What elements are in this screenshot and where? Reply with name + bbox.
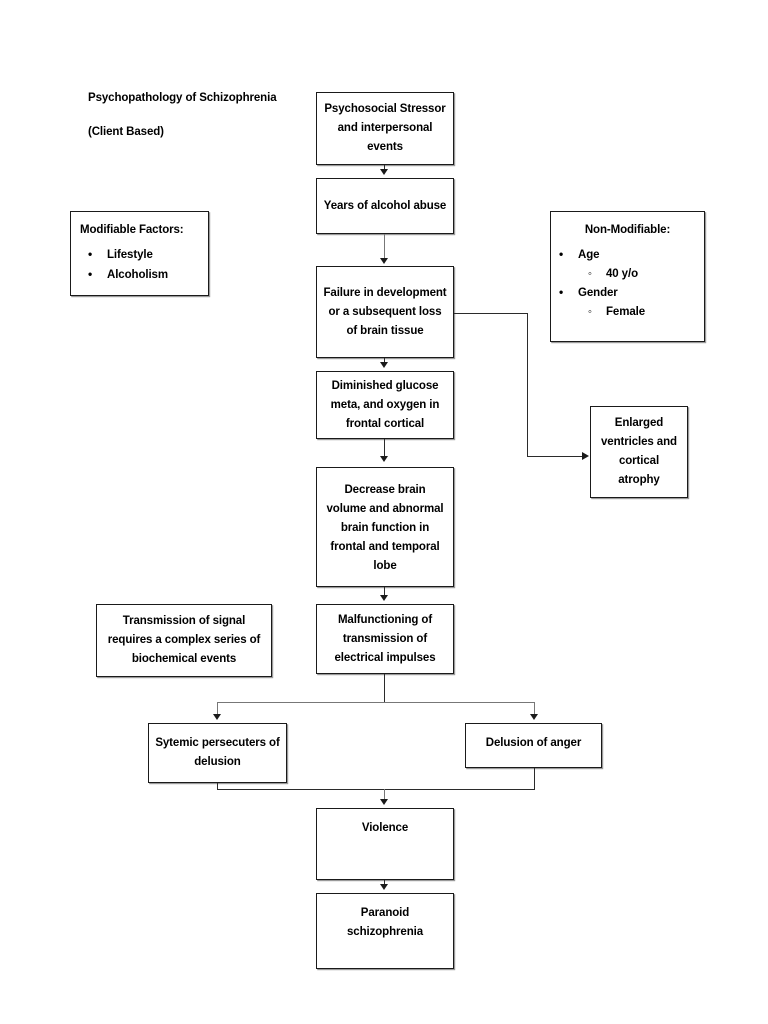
sub-list: 40 y/o	[578, 266, 704, 283]
sub-list-item: Female	[578, 304, 704, 321]
arrow-down-icon	[530, 714, 538, 720]
node-systemic-persecuters: Sytemic persecuters of delusion	[148, 723, 287, 783]
modifiable-factors-box: Modifiable Factors: Lifestyle Alcoholism	[70, 211, 209, 296]
connector-line	[454, 313, 528, 314]
node-label: Malfunctioning of transmission of electr…	[334, 613, 436, 664]
connector-line	[527, 313, 528, 456]
connector-line	[217, 702, 535, 703]
connector-line	[527, 456, 583, 457]
arrow-down-icon	[380, 169, 388, 175]
node-diminished-glucose: Diminished glucose meta, and oxygen in f…	[316, 371, 454, 439]
list-item: Alcoholism	[80, 266, 208, 284]
connector-line	[217, 789, 535, 790]
node-malfunctioning-transmission: Malfunctioning of transmission of electr…	[316, 604, 454, 674]
list-item-label: Gender	[578, 287, 618, 299]
node-label: Delusion of anger	[485, 737, 582, 749]
node-enlarged-ventricles: Enlarged ventricles and cortical atrophy	[590, 406, 688, 498]
page-title-line-2: (Client Based)	[88, 126, 164, 138]
node-label: Transmission of signal requires a comple…	[107, 615, 261, 665]
node-label: Diminished glucose meta, and oxygen in f…	[330, 379, 440, 430]
connector-line	[384, 234, 385, 260]
node-label: Decrease brain volume and abnormal brain…	[326, 484, 444, 572]
connector-line	[384, 674, 385, 702]
connector-line	[384, 789, 385, 801]
arrow-down-icon	[380, 258, 388, 264]
arrow-down-icon	[380, 884, 388, 890]
node-label: Enlarged ventricles and cortical atrophy	[601, 417, 677, 486]
connector-line	[217, 702, 218, 717]
node-label: Psychosocial Stressor and interpersonal …	[324, 103, 446, 153]
node-label: Sytemic persecuters of delusion	[155, 737, 280, 768]
sub-list-item: 40 y/o	[578, 266, 704, 283]
node-transmission-signal-note: Transmission of signal requires a comple…	[96, 604, 272, 677]
node-label: Years of alcohol abuse	[323, 199, 447, 212]
sub-list: Female	[578, 304, 704, 321]
non-modifiable-factors-list: Age 40 y/o Gender Female	[551, 246, 704, 321]
page-title-line-1: Psychopathology of Schizophrenia	[88, 92, 277, 104]
arrow-right-icon	[582, 452, 589, 460]
node-label: Violence	[361, 822, 409, 834]
arrow-down-icon	[380, 362, 388, 368]
node-psychosocial-stressor: Psychosocial Stressor and interpersonal …	[316, 92, 454, 165]
list-item: Lifestyle	[80, 246, 208, 264]
node-failure-in-development: Failure in development or a subsequent l…	[316, 266, 454, 358]
connector-line	[384, 439, 385, 459]
list-item: Gender Female	[551, 284, 704, 321]
node-violence: Violence	[316, 808, 454, 880]
connector-line	[534, 768, 535, 789]
node-decrease-brain-volume: Decrease brain volume and abnormal brain…	[316, 467, 454, 587]
modifiable-factors-list: Lifestyle Alcoholism	[80, 246, 208, 284]
node-alcohol-abuse: Years of alcohol abuse	[316, 178, 454, 234]
arrow-down-icon	[213, 714, 221, 720]
arrow-down-icon	[380, 456, 388, 462]
node-delusion-of-anger: Delusion of anger	[465, 723, 602, 768]
arrow-down-icon	[380, 595, 388, 601]
non-modifiable-factors-box: Non-Modifiable: Age 40 y/o Gender Female	[550, 211, 705, 342]
arrow-down-icon	[380, 799, 388, 805]
connector-line	[534, 702, 535, 717]
node-label: Failure in development or a subsequent l…	[323, 286, 447, 337]
non-modifiable-factors-heading: Non-Modifiable:	[584, 224, 671, 236]
connector-line	[217, 783, 218, 789]
node-paranoid-schizophrenia: Paranoid schizophrenia	[316, 893, 454, 969]
list-item: Age 40 y/o	[551, 246, 704, 283]
node-label: Paranoid schizophrenia	[346, 907, 424, 938]
modifiable-factors-heading: Modifiable Factors:	[80, 224, 184, 236]
list-item-label: Age	[578, 249, 600, 261]
connector-line	[384, 587, 385, 598]
